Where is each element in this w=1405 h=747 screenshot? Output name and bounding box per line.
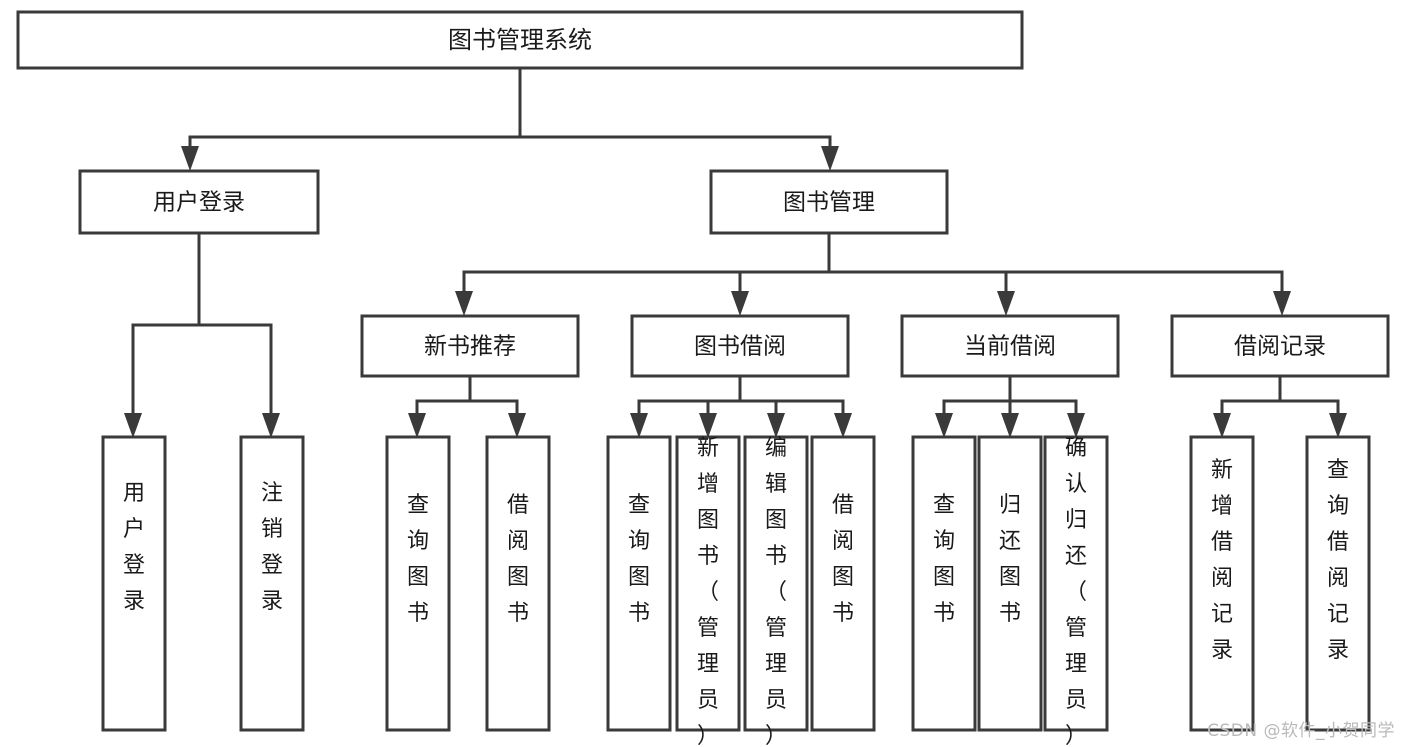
arrowhead-leaf-query-book-1	[408, 413, 426, 438]
leaf-borrow-book-2-label: 借阅图书	[832, 493, 854, 626]
arrowhead-leaf-query-book-3	[935, 413, 953, 438]
node-book-management[interactable]: 图书管理	[709, 169, 949, 235]
node-root-box[interactable]	[16, 10, 1024, 70]
arrowhead-leaf-confirm-return	[1067, 413, 1085, 438]
connector-layer	[124, 66, 1347, 438]
leaf-borrow-book-1-box[interactable]	[485, 435, 551, 732]
leaf-query-book-1[interactable]: 查询图书	[385, 435, 451, 732]
leaf-borrow-book-2-box[interactable]	[810, 435, 876, 732]
node-user-login-label: 用户登录	[153, 190, 245, 216]
node-borrow-record-box[interactable]	[1170, 314, 1390, 378]
arrowhead-leaf-query-record	[1329, 413, 1347, 438]
node-current-borrow-box[interactable]	[900, 314, 1120, 378]
leaf-confirm-return[interactable]: 确认归还（管理员）	[1043, 435, 1109, 747]
arrowhead-leaf-user-logout	[262, 413, 280, 438]
arrowhead-leaf-return-book	[1001, 413, 1019, 438]
leaf-query-book-2[interactable]: 查询图书	[606, 435, 672, 732]
node-user-login[interactable]: 用户登录	[78, 169, 320, 235]
leaf-add-record[interactable]: 新增借阅记录	[1189, 435, 1255, 732]
leaf-add-book-label: 新增图书（管理员）	[697, 436, 719, 747]
arrowhead-current-borrow	[997, 291, 1015, 316]
leaf-query-book-3[interactable]: 查询图书	[911, 435, 977, 732]
arrowhead-leaf-user-login	[124, 413, 142, 438]
arrowhead-leaf-borrow-book-2	[834, 413, 852, 438]
leaf-borrow-book-1-label: 借阅图书	[507, 493, 529, 626]
leaf-layer: 用户登录 注销登录 查询图书 借阅图书 查询图书 新增图书（管理员）	[101, 435, 1371, 747]
leaf-query-book-2-box[interactable]	[606, 435, 672, 732]
arrowhead-book-management	[821, 146, 839, 171]
leaf-query-book-1-label: 查询图书	[407, 493, 429, 626]
arrowhead-leaf-borrow-book-1	[508, 413, 526, 438]
node-current-borrow[interactable]: 当前借阅	[900, 314, 1120, 378]
node-book-management-box[interactable]	[709, 169, 949, 235]
node-new-book-recommend[interactable]: 新书推荐	[360, 314, 580, 378]
leaf-user-logout[interactable]: 注销登录	[239, 435, 305, 732]
leaf-query-record-label: 查询借阅记录	[1327, 458, 1349, 663]
node-new-book-recommend-box[interactable]	[360, 314, 580, 378]
leaf-borrow-book-2[interactable]: 借阅图书	[810, 435, 876, 732]
node-book-borrow-label: 图书借阅	[694, 334, 786, 360]
node-new-book-recommend-label: 新书推荐	[424, 334, 516, 360]
node-root[interactable]: 图书管理系统	[16, 10, 1024, 70]
leaf-query-record[interactable]: 查询借阅记录	[1305, 435, 1371, 732]
leaf-edit-book-box[interactable]	[743, 435, 809, 732]
leaf-return-book-label: 归还图书	[999, 493, 1021, 626]
node-book-borrow-box[interactable]	[630, 314, 850, 378]
arrowhead-user-login	[181, 146, 199, 171]
leaf-user-logout-label: 注销登录	[261, 481, 283, 614]
leaf-add-record-box[interactable]	[1189, 435, 1255, 732]
leaf-query-book-2-label: 查询图书	[628, 493, 650, 626]
leaf-user-login[interactable]: 用户登录	[101, 435, 167, 732]
leaf-add-book[interactable]: 新增图书（管理员）	[675, 435, 741, 747]
arrowhead-leaf-edit-book	[767, 413, 785, 438]
arrowhead-leaf-add-record	[1213, 413, 1231, 438]
leaf-confirm-return-label: 确认归还（管理员）	[1065, 436, 1087, 747]
leaf-edit-book-label: 编辑图书（管理员）	[765, 436, 787, 747]
arrowhead-borrow-record	[1273, 291, 1291, 316]
leaf-user-logout-box[interactable]	[239, 435, 305, 732]
node-book-management-label: 图书管理	[783, 190, 875, 216]
leaf-query-book-3-box[interactable]	[911, 435, 977, 732]
node-user-login-box[interactable]	[78, 169, 320, 235]
leaf-user-login-label: 用户登录	[123, 481, 145, 614]
leaf-return-book-box[interactable]	[977, 435, 1043, 732]
arrowhead-leaf-query-book-2	[630, 413, 648, 438]
leaf-query-book-3-label: 查询图书	[933, 493, 955, 626]
leaf-user-login-box[interactable]	[101, 435, 167, 732]
node-borrow-record[interactable]: 借阅记录	[1170, 314, 1390, 378]
arrowhead-leaf-add-book	[699, 413, 717, 438]
node-current-borrow-label: 当前借阅	[964, 334, 1056, 360]
leaf-confirm-return-box[interactable]	[1043, 435, 1109, 732]
node-root-label: 图书管理系统	[448, 26, 592, 54]
leaf-borrow-book-1[interactable]: 借阅图书	[485, 435, 551, 732]
leaf-query-book-1-box[interactable]	[385, 435, 451, 732]
leaf-query-record-box[interactable]	[1305, 435, 1371, 732]
arrowhead-new-book-recommend	[455, 291, 473, 316]
leaf-add-record-label: 新增借阅记录	[1211, 458, 1233, 663]
node-book-borrow[interactable]: 图书借阅	[630, 314, 850, 378]
leaf-return-book[interactable]: 归还图书	[977, 435, 1043, 732]
node-borrow-record-label: 借阅记录	[1234, 334, 1326, 360]
leaf-add-book-box[interactable]	[675, 435, 741, 732]
arrowhead-book-borrow	[731, 291, 749, 316]
leaf-edit-book[interactable]: 编辑图书（管理员）	[743, 435, 809, 747]
